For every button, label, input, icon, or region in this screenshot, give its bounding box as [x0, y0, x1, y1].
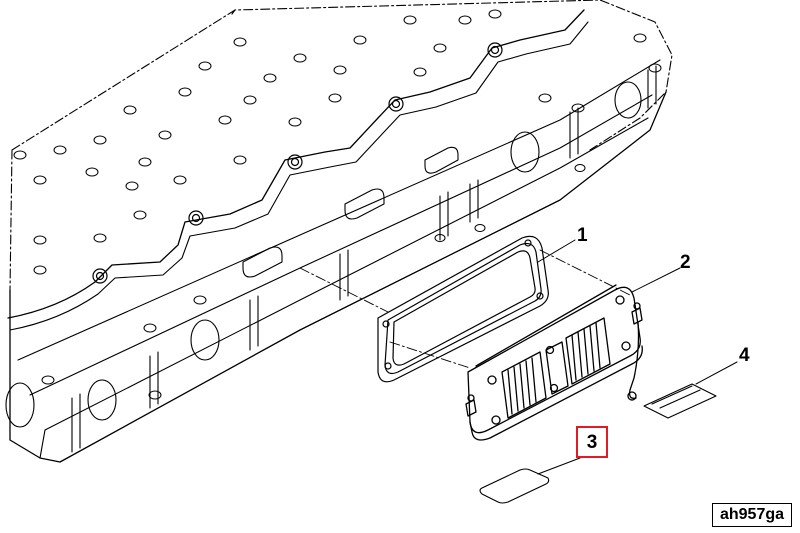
- block-side-wall: [9, 91, 667, 463]
- heater-grid-left: [501, 351, 547, 419]
- insulator-pad-part-4: [643, 383, 717, 419]
- gasket-inner-edge: [392, 250, 536, 366]
- upper-ridge-lower-edge: [9, 21, 589, 331]
- gasket-bead: [384, 242, 542, 375]
- gasket-part-1: [377, 235, 549, 383]
- strap-eyelet: [627, 391, 637, 401]
- gasket-pad-part-3: [479, 468, 550, 504]
- plate-top-edge: [475, 284, 617, 367]
- adapter-plate-part-2: [465, 284, 643, 441]
- terminal-studs: [465, 302, 643, 417]
- block-side-panel-line: [17, 59, 661, 361]
- leader-lines: [537, 239, 738, 475]
- callout-3-highlighted[interactable]: 3: [576, 426, 608, 458]
- leader-2: [631, 267, 681, 293]
- block-top-phantom-outline: [9, 0, 673, 291]
- block-lower-edge: [39, 117, 649, 459]
- head-bolts: [92, 42, 503, 284]
- callout-4: 4: [739, 345, 750, 366]
- mounting-tabs: [242, 146, 459, 278]
- plate-front-face: [467, 286, 641, 434]
- leader-1: [537, 239, 576, 263]
- deck-bolt-holes: [13, 9, 662, 400]
- ground-strap: [628, 321, 640, 399]
- leader-3: [537, 457, 581, 475]
- block-rib-line: [29, 94, 653, 396]
- gasket-outer-edge: [377, 235, 549, 383]
- callout-2: 2: [680, 252, 691, 273]
- callout-1: 1: [577, 225, 588, 246]
- heater-grid-right: [565, 317, 611, 385]
- block-vertical-ribs: [71, 65, 657, 453]
- block-port-holes: [5, 81, 642, 428]
- plate-thickness: [469, 345, 643, 441]
- leader-4: [695, 361, 738, 385]
- reference-code-label: ah957ga: [712, 503, 792, 527]
- engine-block: [5, 0, 673, 463]
- upper-ridge: [7, 9, 585, 319]
- plate-center-bar: [545, 341, 569, 395]
